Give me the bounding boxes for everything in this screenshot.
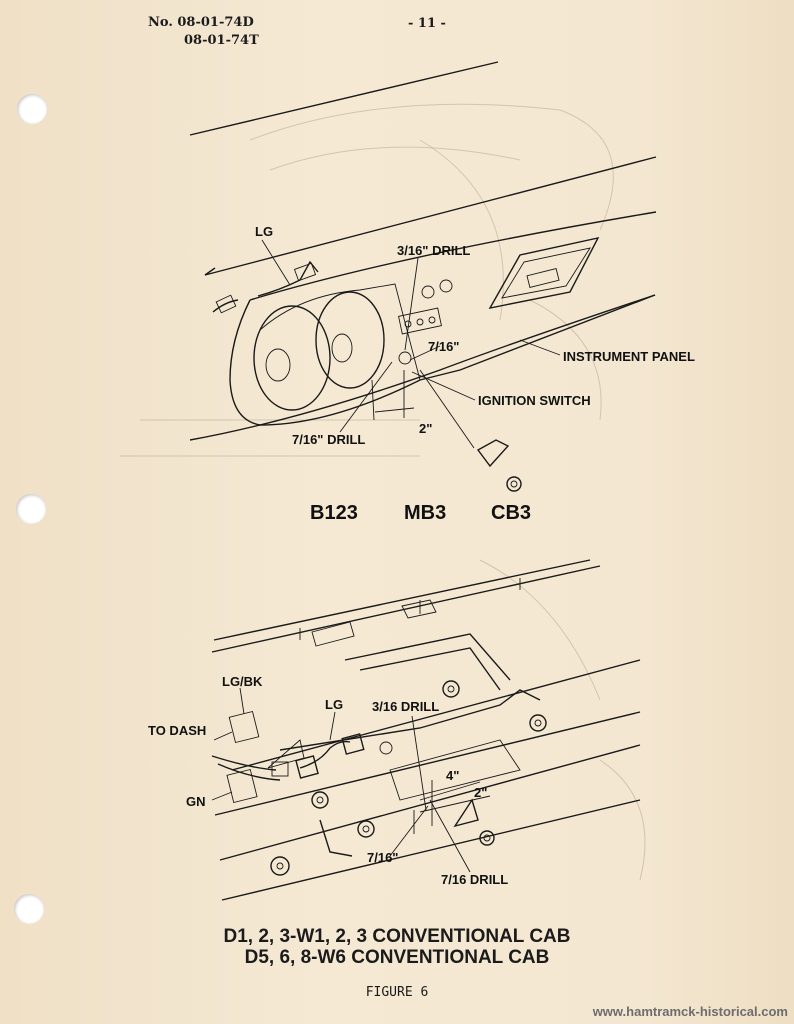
lower-label-lg-bk: LG/BK [222,674,263,689]
document-number: No. 08-01-74D 08-01-74T [148,14,259,50]
upper-label-lg: LG [255,224,273,239]
binder-hole-bottom [14,894,44,924]
document-number-line1: No. 08-01-74D [148,15,254,30]
upper-label-ignition-switch: IGNITION SWITCH [478,393,591,408]
lower-label-lg: LG [325,697,343,712]
lower-label-to-dash: TO DASH [148,723,206,738]
document-number-line2: 08-01-74T [184,33,259,48]
watermark-url: www.hamtramck-historical.com [592,1004,788,1019]
page-number: - 11 - [408,16,446,31]
upper-label-drill-7-16: 7/16" DRILL [292,432,365,447]
model-code-cb3: CB3 [491,502,531,524]
lower-label-drill-7-16: 7/16 DRILL [441,872,508,887]
lower-label-dim-2: 2" [474,785,487,800]
model-code-mb3: MB3 [404,502,446,524]
upper-label-dim-7-16: 7/16" [428,339,459,354]
lower-label-dim-7-16: 7/16" [367,850,398,865]
binder-hole-middle [16,494,46,524]
lower-label-dim-4: 4" [446,768,459,783]
upper-label-instrument-panel: INSTRUMENT PANEL [563,349,695,364]
figure-label: FIGURE 6 [365,985,429,1000]
model-code-b123: B123 [310,502,358,524]
lower-caption-line1: D1, 2, 3-W1, 2, 3 CONVENTIONAL CAB [223,926,571,947]
lower-conventional-cab-drawing [211,559,641,901]
upper-label-dim-2: 2" [419,421,432,436]
binder-hole-top [17,94,47,124]
lower-caption-line2: D5, 6, 8-W6 CONVENTIONAL CAB [244,947,550,968]
lower-label-drill-3-16: 3/16 DRILL [372,699,439,714]
lower-label-gn: GN [186,794,206,809]
upper-instrument-panel-drawing [189,61,657,492]
bleed-through-ghost [120,103,646,881]
upper-label-drill-3-16: 3/16" DRILL [397,243,470,258]
